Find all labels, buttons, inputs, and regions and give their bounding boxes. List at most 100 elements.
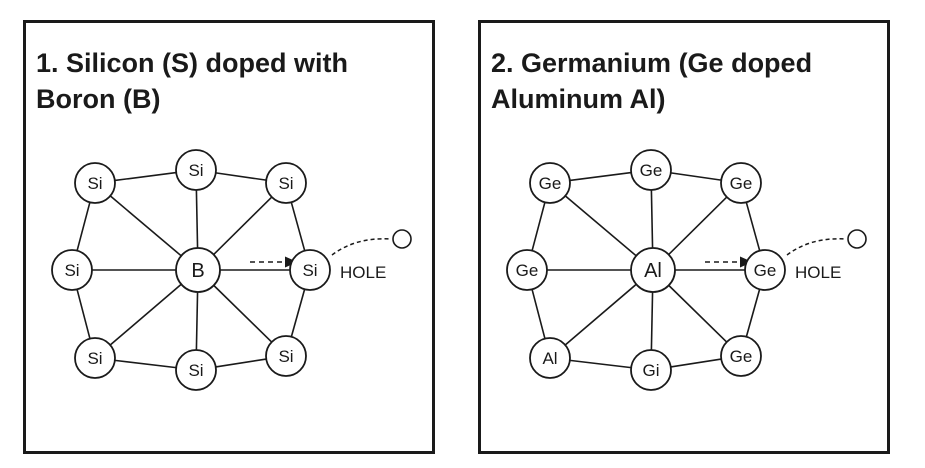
bond-spoke (213, 284, 273, 343)
atom-label: B (191, 260, 204, 282)
atom-label: Si (87, 174, 102, 193)
atom-circle (630, 349, 672, 391)
bond-ring (745, 289, 761, 337)
bond-ring (114, 171, 177, 182)
bond-spoke (668, 196, 728, 256)
atom-label: Ge (516, 261, 539, 280)
atom-circle (74, 337, 116, 379)
atom-label: Si (188, 361, 203, 380)
atom-circle (506, 249, 548, 291)
bond-ring (290, 289, 306, 337)
bond-spoke (564, 283, 637, 346)
atom-circle (265, 335, 307, 377)
bonds (531, 171, 761, 369)
atom-outer: Ge (720, 335, 762, 377)
bond-spoke (668, 284, 728, 343)
bond-ring (114, 359, 177, 369)
atom-circle (175, 149, 217, 191)
bond-ring (215, 172, 267, 181)
atom-circle (529, 162, 571, 204)
atom-circle (720, 162, 762, 204)
title-line-1: 1. Silicon (S) doped with (36, 48, 349, 78)
panel-germanium-aluminum: 2. Germanium (Ge doped Aluminum Al) HOLE… (478, 20, 890, 454)
atom-label: Si (188, 161, 203, 180)
atom-outer: Si (74, 337, 116, 379)
title-line-2: Boron (B) (36, 84, 161, 114)
atom-label: Si (87, 349, 102, 368)
atom-outer: Si (51, 249, 93, 291)
atom-label: Ge (640, 161, 663, 180)
bond-spoke (650, 189, 654, 249)
atom-outer: Si (175, 149, 217, 191)
atom-label: Si (64, 261, 79, 280)
atom-outer: Al (529, 337, 571, 379)
atom-label: Si (302, 261, 317, 280)
bond-ring (569, 171, 632, 182)
bond-ring (290, 202, 306, 251)
atom-label: Ge (730, 347, 753, 366)
atom-label: Ge (539, 174, 562, 193)
atom-circle (175, 349, 217, 391)
bond-spoke (195, 291, 199, 351)
panel-silicon-boron: 1. Silicon (S) doped with Boron (B) HOLE… (23, 20, 435, 454)
atom-circle (720, 335, 762, 377)
bond-spoke (109, 283, 182, 346)
atom-label: Si (278, 174, 293, 193)
atom-outer: Si (175, 349, 217, 391)
atom-label: Gi (643, 361, 660, 380)
atom-outer: Ge (630, 149, 672, 191)
atom-circle (74, 162, 116, 204)
bond-spoke (109, 195, 182, 257)
atom-circle (51, 249, 93, 291)
atom-outer: Ge (720, 162, 762, 204)
bond-ring (76, 202, 91, 251)
bond-spoke (650, 291, 654, 351)
atom-outer: Si (289, 249, 331, 291)
bond-ring (76, 289, 91, 339)
bond-ring (531, 202, 546, 251)
atom-circle (529, 337, 571, 379)
atom-outer: Si (265, 162, 307, 204)
bond-spoke (564, 195, 637, 257)
atom-outer: Gi (630, 349, 672, 391)
bond-ring (745, 202, 761, 251)
bond-ring (531, 289, 546, 339)
atom-outer: Si (265, 335, 307, 377)
atom-circle (265, 162, 307, 204)
panel-title: 1. Silicon (S) doped with Boron (B) (36, 45, 428, 117)
atom-circle (630, 247, 676, 293)
atom-label: Al (542, 349, 557, 368)
hole-path (331, 238, 391, 256)
bond-ring (215, 358, 267, 368)
atom-label: Ge (730, 174, 753, 193)
bond-spoke (195, 189, 199, 249)
atom-label: Si (278, 347, 293, 366)
hole-circle (392, 229, 412, 249)
bonds (76, 171, 306, 369)
atom-circle (630, 149, 672, 191)
atom-center: B (175, 247, 221, 293)
atom-circle (289, 249, 331, 291)
atom-circle (744, 249, 786, 291)
hole-path (786, 238, 846, 256)
atom-outer: Ge (529, 162, 571, 204)
atom-label: Ge (754, 261, 777, 280)
atom-outer: Si (74, 162, 116, 204)
bond-ring (670, 172, 722, 181)
hole-circle (847, 229, 867, 249)
title-line-1: 2. Germanium (Ge doped (491, 48, 813, 78)
hole-label: HOLE (795, 263, 841, 282)
bond-spoke (213, 196, 273, 256)
bond-ring (670, 358, 722, 368)
atom-outer: Ge (744, 249, 786, 291)
hole-label: HOLE (340, 263, 386, 282)
atom-label: Al (644, 260, 662, 282)
bond-ring (569, 359, 632, 369)
atom-center: Al (630, 247, 676, 293)
title-line-2: Aluminum Al) (491, 84, 666, 114)
atom-circle (175, 247, 221, 293)
atom-outer: Ge (506, 249, 548, 291)
panel-title: 2. Germanium (Ge doped Aluminum Al) (491, 45, 883, 117)
